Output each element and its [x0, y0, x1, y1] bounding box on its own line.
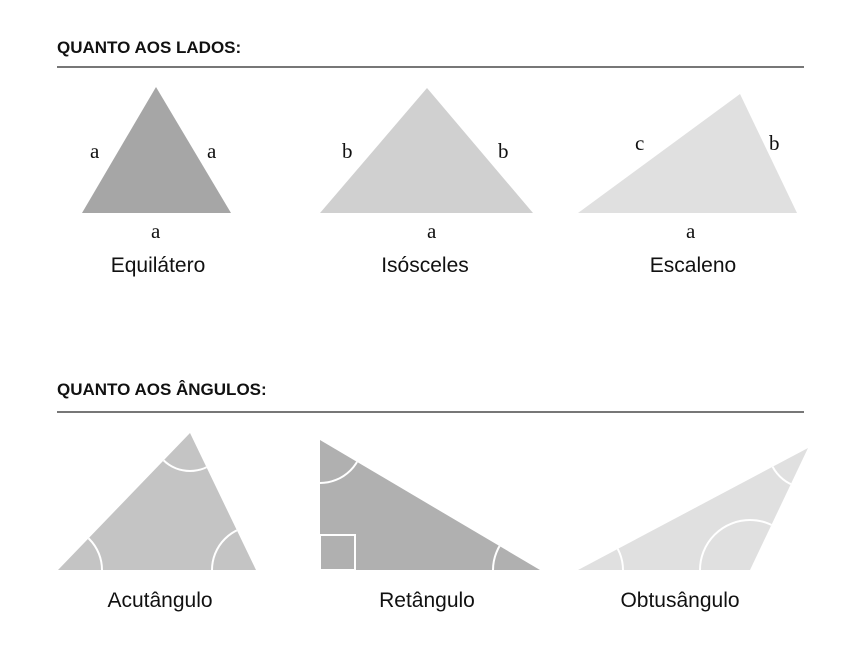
acute-triangle [58, 433, 256, 570]
section-title-angles: QUANTO AOS ÂNGULOS: [57, 380, 267, 399]
side-label: a [686, 219, 696, 243]
side-label: a [207, 139, 217, 163]
side-label: a [90, 139, 100, 163]
side-label: c [635, 131, 644, 155]
angle-arcs [578, 448, 808, 570]
divider [57, 411, 804, 413]
angle-arcs [320, 440, 540, 570]
triangle-name: Equilátero [111, 254, 206, 277]
divider [57, 66, 804, 68]
scalene-triangle [578, 94, 797, 213]
equilateral-triangle [82, 87, 231, 213]
triangle-name: Obtusângulo [620, 589, 739, 612]
side-label: a [151, 219, 161, 243]
side-label: b [769, 131, 780, 155]
triangle-name: Retângulo [379, 589, 475, 612]
triangle-name: Isósceles [381, 254, 469, 277]
right-triangle [320, 440, 540, 570]
triangle-name: Acutângulo [107, 589, 212, 612]
triangle-name: Escaleno [650, 254, 736, 277]
side-label: b [342, 139, 353, 163]
side-label: a [427, 219, 437, 243]
obtuse-triangle [578, 448, 808, 570]
isosceles-triangle [320, 88, 533, 213]
angle-arcs [58, 433, 256, 570]
side-label: b [498, 139, 509, 163]
section-title-sides: QUANTO AOS LADOS: [57, 38, 242, 57]
